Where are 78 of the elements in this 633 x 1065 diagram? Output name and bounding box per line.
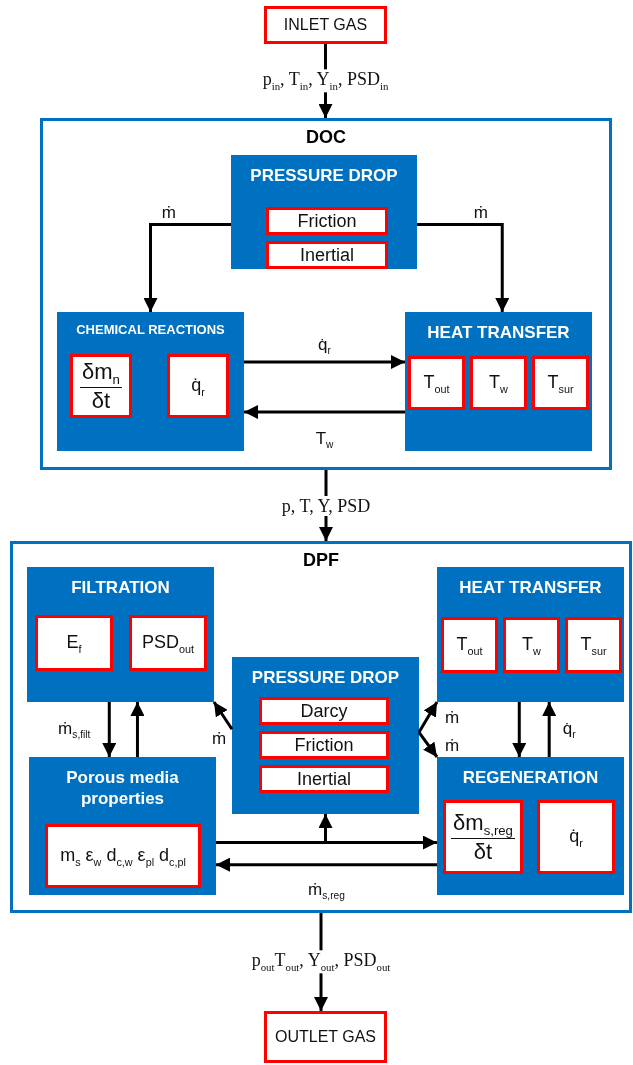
model-block — [437, 567, 624, 702]
arrow — [512, 702, 527, 757]
variable-box — [408, 356, 465, 410]
variable-label: q̇$_{r}$ — [191, 374, 205, 398]
model-block — [437, 757, 624, 895]
block-title: HEAT TRANSFER — [427, 322, 570, 344]
variable-label: INLET GAS — [283, 15, 368, 35]
edge-label: p$_{in}$, T$_{in}$, Y$_{in}$, PSD$_{in}$ — [260, 69, 391, 93]
variable-label: E$_{f}$ — [66, 631, 82, 655]
arrow — [143, 223, 231, 312]
block-title: REGENERATION — [462, 767, 599, 789]
model-block — [27, 567, 214, 702]
block-title: PRESSURE DROP — [251, 667, 400, 689]
variable-box — [70, 354, 132, 418]
arrow — [130, 702, 145, 757]
variable-label: T$_{sur}$ — [580, 633, 607, 657]
variable-box — [45, 824, 201, 888]
block-title: HEAT TRANSFER — [459, 577, 602, 599]
model-block — [232, 657, 419, 814]
variable-box — [443, 800, 523, 874]
variable-label: T$_{out}$ — [456, 633, 483, 657]
fraction-numerator: δm$_{s,reg}$ — [451, 809, 515, 840]
edge-label: p$_{out}$T$_{out}$, Y$_{out}$, PSD$_{out}$ — [249, 950, 393, 974]
variable-label: PSD$_{out}$ — [142, 631, 194, 655]
variable-box — [537, 800, 615, 874]
variable-label: T$_{out}$ — [423, 371, 450, 395]
arrow — [417, 731, 439, 758]
variable-label: Inertial — [297, 768, 351, 790]
variable-label: m$_{s}$ ε$_{w}$ d$_{c,w}$ ε$_{pl}$ d$_{c,pl}$ — [60, 844, 186, 868]
arrow — [216, 857, 437, 872]
module-container — [40, 118, 612, 470]
variable-label: Friction — [294, 734, 354, 756]
variable-box — [441, 617, 498, 673]
model-block — [231, 155, 417, 269]
variable-box — [129, 615, 207, 671]
block-title: Porous media properties — [65, 767, 180, 810]
block-title: DOC — [306, 127, 346, 148]
variable-label: T$_{sur}$ — [547, 371, 574, 395]
variable-box — [35, 615, 113, 671]
fraction-numerator: δm$_{n}$ — [80, 358, 122, 389]
block-title: PRESSURE DROP — [250, 165, 398, 187]
arrow — [244, 405, 405, 420]
block-title: DPF — [303, 550, 339, 571]
arrow — [417, 701, 439, 734]
block-title: FILTRATION — [71, 577, 170, 599]
fraction-denominator: δt — [91, 388, 111, 414]
arrow — [417, 223, 510, 312]
model-block — [405, 312, 592, 451]
variable-box — [167, 354, 229, 418]
variable-label: Friction — [297, 210, 357, 232]
variable-box — [259, 765, 389, 793]
variable-label: Darcy — [300, 700, 348, 722]
fraction-denominator: δt — [473, 839, 493, 865]
block-title: CHEMICAL REACTIONS — [76, 322, 225, 339]
variable-box — [259, 731, 389, 759]
model-block — [57, 312, 244, 451]
variable-box — [266, 241, 388, 269]
variable-label: q̇$_{r}$ — [569, 825, 583, 849]
arrow — [102, 702, 117, 757]
variable-box — [470, 356, 527, 410]
edge-label: p, T, Y, PSD — [279, 495, 373, 516]
variable-label: OUTLET GAS — [274, 1027, 377, 1047]
variable-label: T$_{w}$ — [522, 633, 541, 657]
gas-box — [264, 6, 387, 44]
variable-box — [532, 356, 589, 410]
arrow — [542, 702, 557, 757]
arrow — [212, 701, 234, 731]
arrow — [216, 814, 333, 845]
variable-box — [259, 697, 389, 725]
variable-box — [503, 617, 560, 673]
model-block — [29, 757, 216, 895]
variable-label: Inertial — [300, 244, 354, 266]
variable-label: T$_{w}$ — [489, 371, 508, 395]
gas-box — [264, 1011, 387, 1063]
variable-box — [266, 207, 388, 235]
module-container — [10, 541, 632, 913]
arrow — [244, 355, 405, 370]
variable-box — [565, 617, 622, 673]
